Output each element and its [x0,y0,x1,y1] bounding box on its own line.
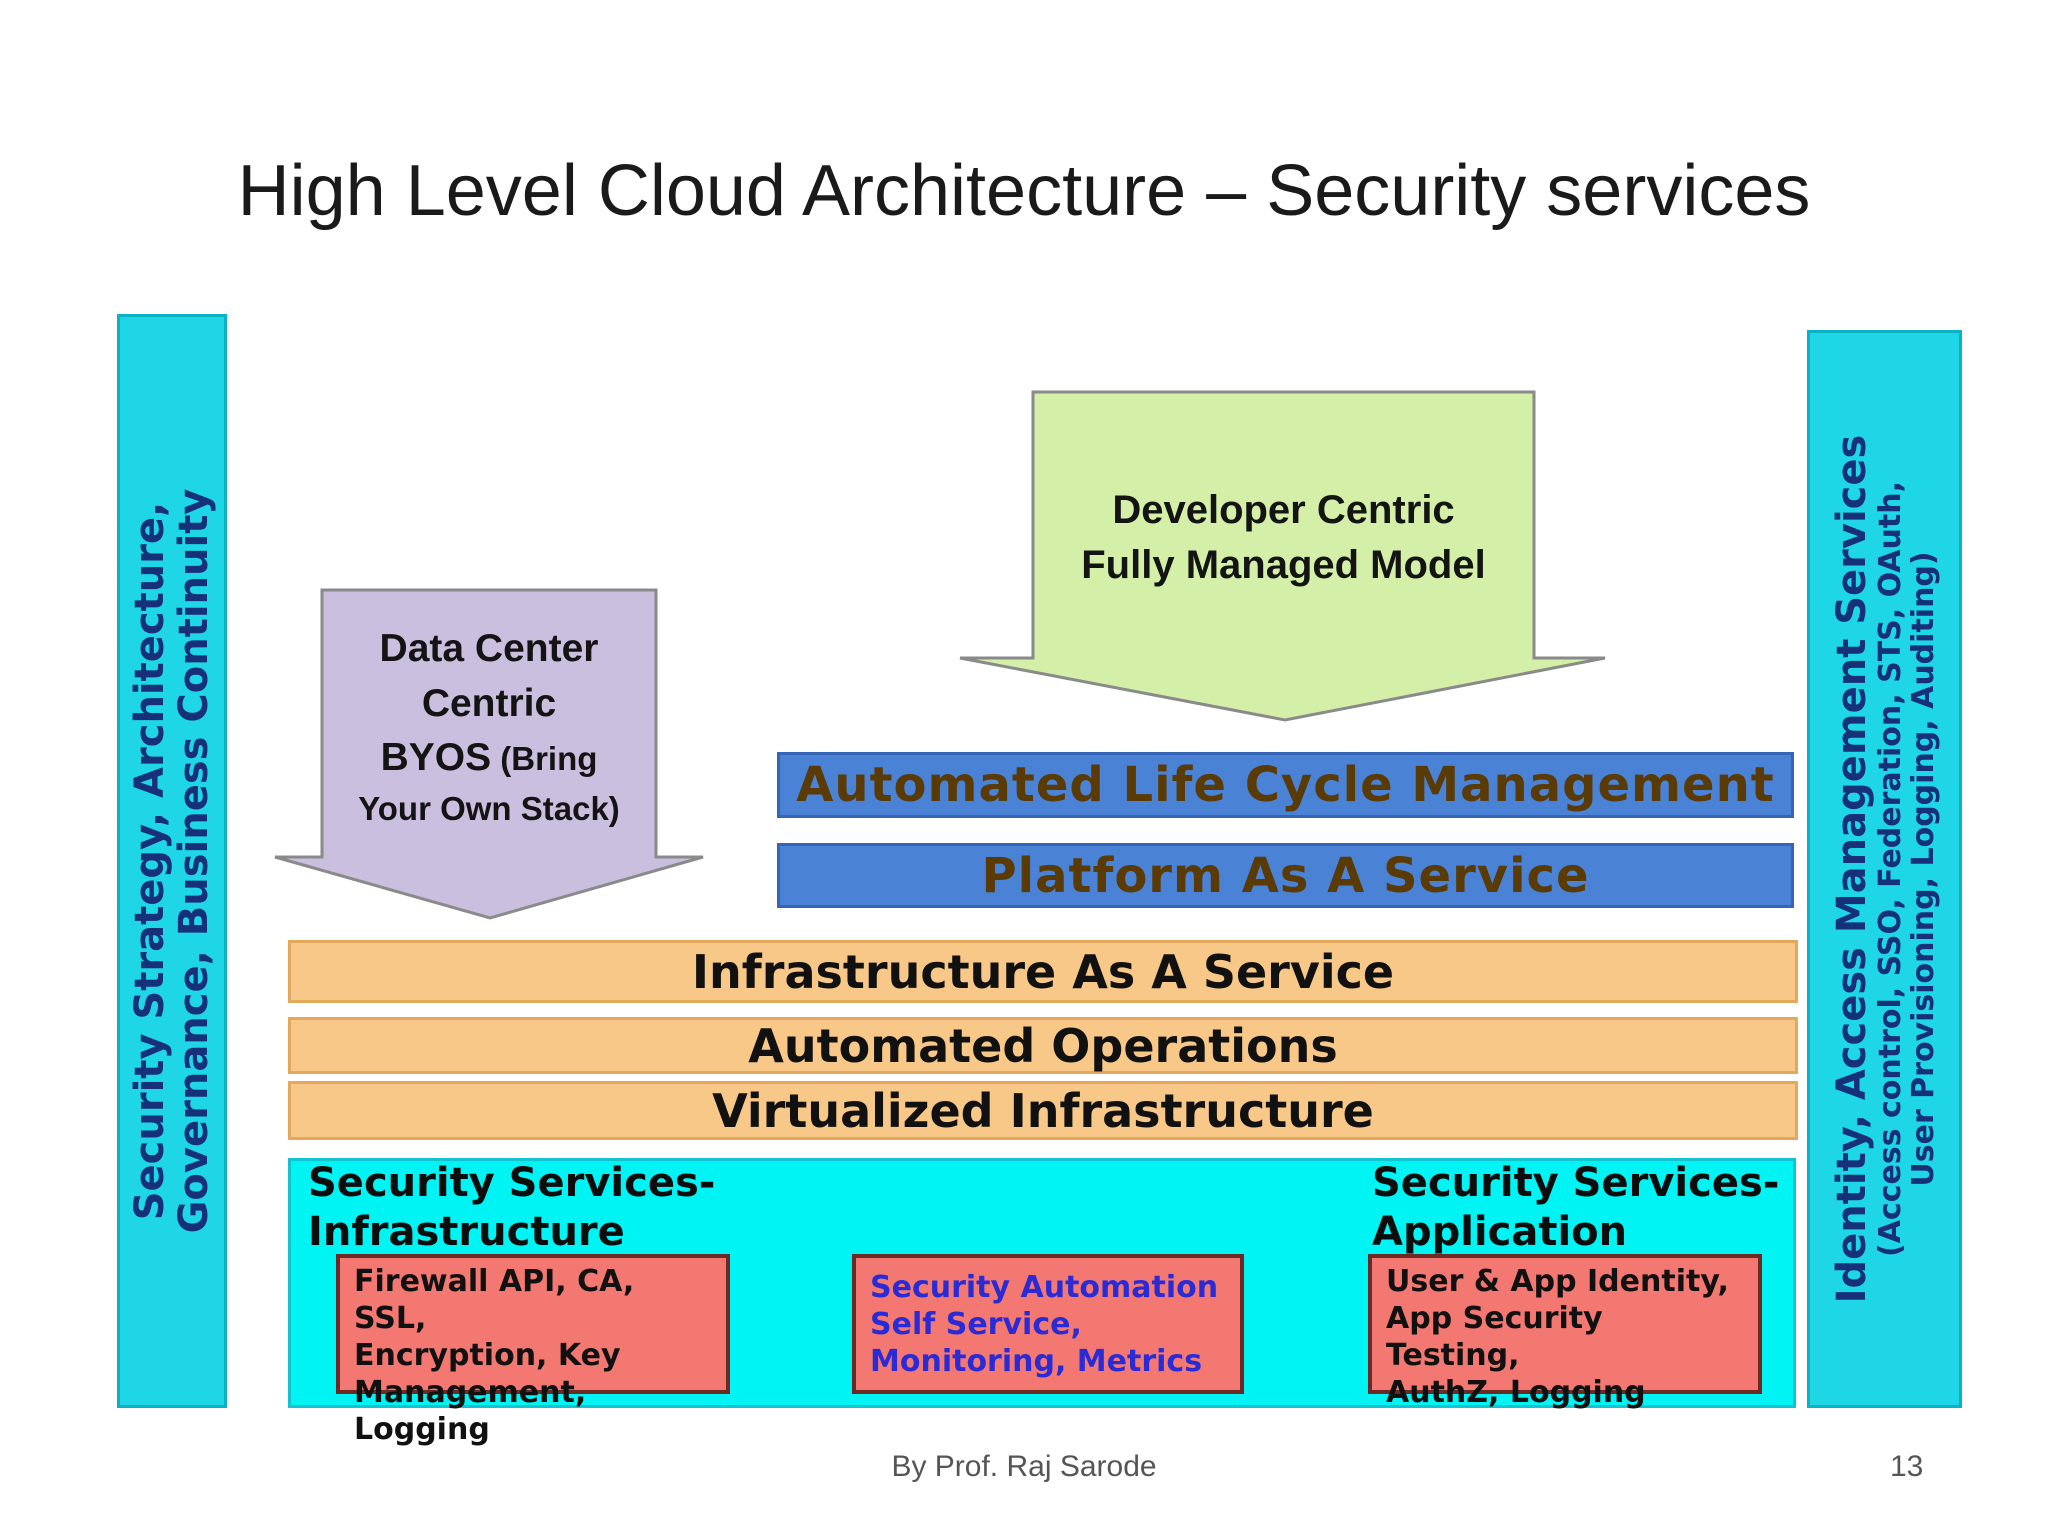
security-strategy-bar: Security Strategy, Architecture, Governa… [117,314,227,1408]
paas-layer: Platform As A Service [777,843,1794,908]
data-center-line4: Your Own Stack) [358,789,620,827]
developer-arrow-shape [959,390,1606,722]
security-app-line: User & App Identity, [1386,1264,1729,1299]
security-app-heading-line2: Application [1372,1208,1628,1255]
alm-layer: Automated Life Cycle Management [777,752,1794,818]
slide-title: High Level Cloud Architecture – Security… [237,151,1811,231]
security-infra-line: Firewall API, CA, SSL, [354,1264,635,1336]
security-infra-line: Encryption, Key [354,1337,621,1373]
security-infra-heading-line2: Infrastructure [308,1208,625,1255]
data-center-arrow-shape [274,588,704,920]
data-center-line2: Centric [421,681,557,725]
security-app-heading: Security Services- Application [1372,1159,1779,1257]
security-automation-line: Self Service, [870,1306,1082,1342]
developer-line2: Fully Managed Model [1081,543,1486,588]
security-app-heading-line1: Security Services- [1372,1160,1780,1206]
data-center-line1: Data Center [379,627,599,670]
security-automation-line: Monitoring, Metrics [870,1343,1203,1379]
bring-label: (Bring [491,740,598,778]
security-app-box: User & App Identity, App Security Testin… [1368,1254,1762,1410]
security-app-line: AuthZ, Logging [1386,1374,1646,1410]
security-infra-heading-line1: Security Services- [308,1160,716,1206]
developer-arrow-label: Developer Centric Fully Managed Model [1033,483,1534,593]
page-number: 13 [1890,1450,1924,1483]
data-center-line3: BYOS (Bring [322,731,656,786]
security-app-line: App Security Testing, [1386,1300,1603,1373]
virtualized-infrastructure-layer: Virtualized Infrastructure [288,1081,1798,1140]
byos-label: BYOS [380,736,492,780]
automated-operations-layer: Automated Operations [288,1017,1798,1074]
security-infra-line: Management, Logging [354,1374,587,1447]
iaas-layer: Infrastructure As A Service [288,940,1798,1003]
developer-line1: Developer Centric [1112,488,1455,532]
identity-access-bar: Identity, Access Management Services (Ac… [1807,330,1962,1408]
security-infra-heading: Security Services- Infrastructure [308,1159,715,1257]
security-infra-box: Firewall API, CA, SSL, Encryption, Key M… [336,1254,730,1447]
security-automation-box: Security Automation Self Service, Monito… [852,1254,1244,1394]
data-center-arrow-label: Data Center Centric BYOS (Bring Your Own… [322,622,656,832]
footer-author: By Prof. Raj Sarode [891,1450,1157,1483]
security-automation-line: Security Automation [870,1270,1219,1305]
